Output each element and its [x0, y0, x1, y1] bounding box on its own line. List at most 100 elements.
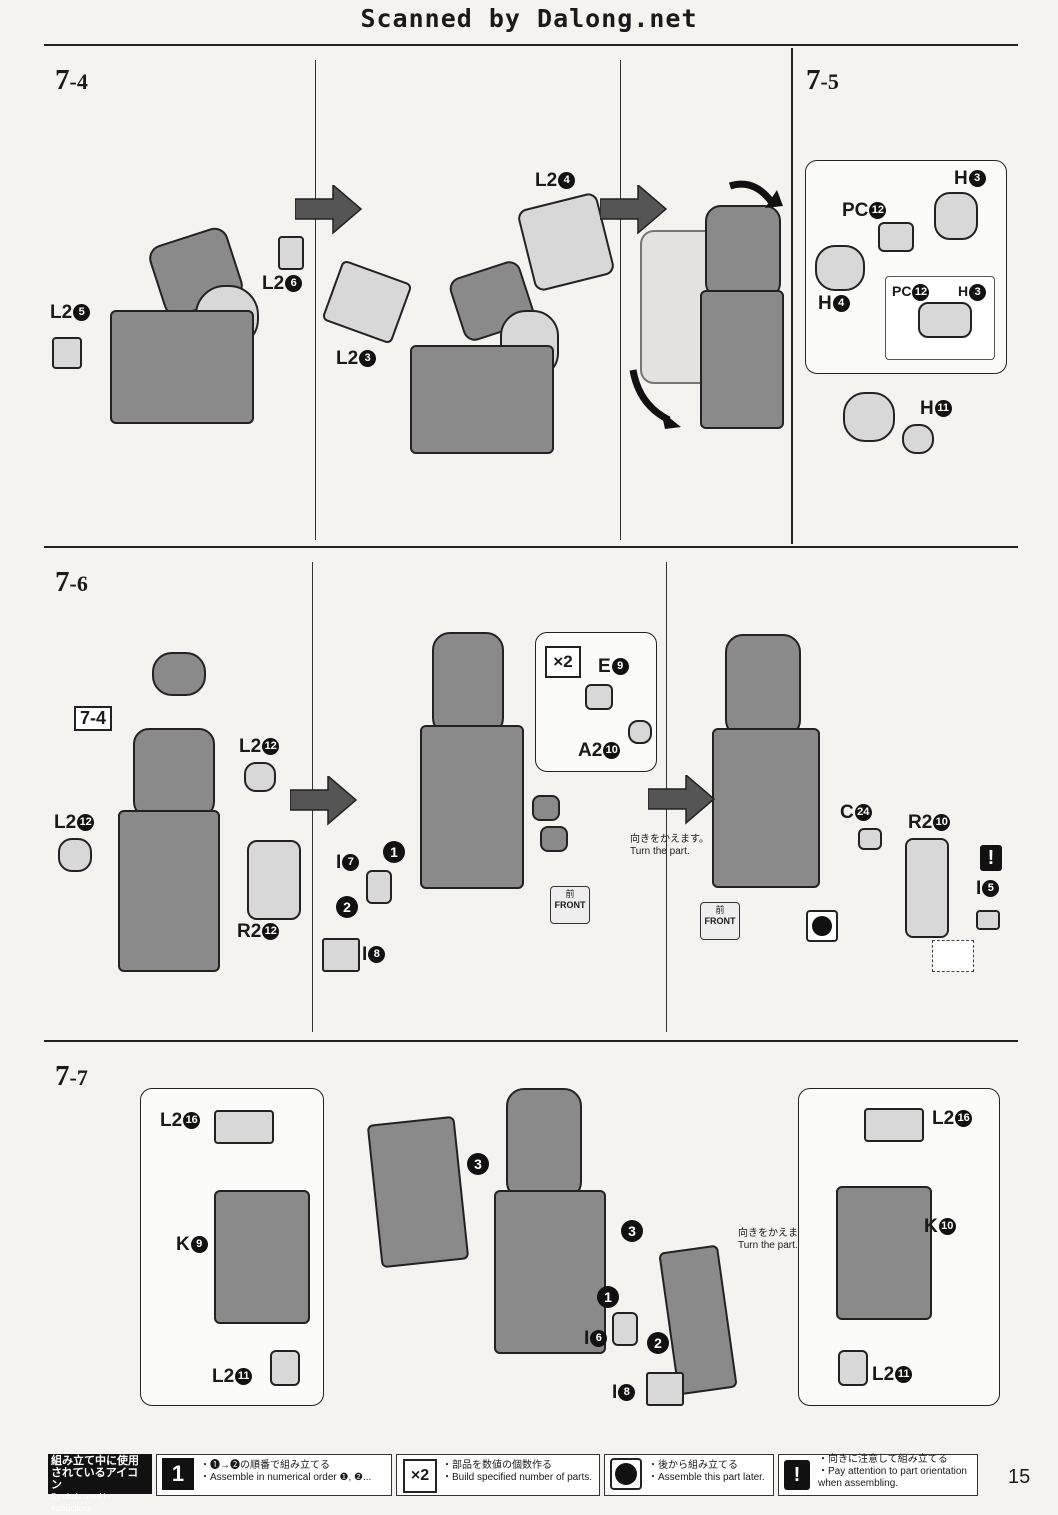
legend-orientation-text: ・向きに注意して組み立てる・Pay attention to part orie… — [818, 1454, 967, 1489]
part-h3 — [934, 192, 978, 240]
assemble-later-icon — [806, 910, 838, 942]
part-r2-12 — [247, 840, 301, 920]
order-2: 2 — [335, 896, 358, 918]
order-1: 1 — [596, 1286, 619, 1308]
part-l2-6 — [278, 236, 304, 270]
legend-quantity-text: ・部品を数値の個数作る・Build specified number of pa… — [442, 1460, 593, 1483]
leg-lower — [420, 725, 524, 889]
part-l2-12 — [58, 838, 92, 872]
next-step-arrow-icon — [290, 776, 358, 826]
detail-inset — [932, 940, 974, 972]
assemble-later-icon — [610, 1458, 642, 1490]
step-7-5-title: 7-5 — [806, 64, 839, 96]
section-rule — [44, 1040, 1018, 1042]
part-a2-10 — [628, 720, 652, 744]
quantity-badge: ×2 — [545, 646, 581, 678]
orientation-warning-icon: ! — [980, 845, 1002, 871]
leg-upper — [506, 1088, 582, 1200]
next-step-arrow-icon — [600, 185, 668, 235]
legend-later-text: ・後から組み立てる・Assemble this part later. — [648, 1460, 765, 1483]
turn-note: 向きをかえます。Turn the part. — [738, 1228, 817, 1251]
part-i6 — [612, 1312, 638, 1346]
leg-upper — [432, 632, 504, 736]
head-part — [152, 652, 206, 696]
part-c24 — [858, 828, 882, 850]
rotate-arrow-icon — [629, 369, 681, 429]
order-3: 3 — [620, 1220, 643, 1242]
part-h3-inset — [918, 302, 972, 338]
part-i5 — [976, 910, 1000, 930]
part-e9-placed — [532, 795, 560, 821]
part-k9 — [214, 1190, 310, 1324]
scan-credit: Scanned by Dalong.net — [360, 4, 698, 33]
rotate-arrow-icon — [728, 180, 783, 208]
part-h4 — [815, 245, 865, 291]
step-7-6-title: 7-6 — [55, 566, 88, 598]
leg-lower — [118, 810, 220, 972]
part-r2-10 — [905, 838, 949, 938]
part-e9-placed — [540, 826, 568, 852]
body-assembly — [110, 310, 254, 424]
part-pc-ball — [902, 424, 934, 454]
part-i7 — [366, 870, 392, 904]
legend-item-order — [156, 1454, 392, 1496]
turn-note: 向きをかえます。Turn the part. — [630, 834, 709, 857]
step-reference-7-4: 7-4 — [74, 706, 113, 731]
section-divider — [791, 48, 793, 544]
part-h11 — [843, 392, 895, 442]
order-2: 2 — [646, 1332, 669, 1354]
scan-credit-header: Scanned by Dalong.net — [0, 0, 1058, 40]
top-rule — [44, 44, 1018, 46]
leg-lower — [712, 728, 820, 888]
part-i8 — [646, 1372, 684, 1406]
next-step-arrow-icon — [295, 185, 363, 235]
next-step-arrow-icon — [648, 775, 716, 825]
step-7-7-title: 7-7 — [55, 1060, 88, 1092]
part-l2-11 — [838, 1350, 868, 1386]
legend-item-orientation — [778, 1454, 978, 1496]
part-l2-3 — [321, 259, 413, 345]
part-e9 — [585, 684, 613, 710]
leg-upper — [133, 728, 215, 818]
leg-upper — [705, 205, 781, 299]
order-symbol-icon: 1 — [162, 1458, 194, 1490]
part-pc12 — [878, 222, 914, 252]
divider — [315, 60, 316, 540]
part-l2-11 — [270, 1350, 300, 1386]
page-number: 15 — [1008, 1466, 1031, 1488]
legend-title: 組み立て中に使用されているアイコン Symbols used in instru… — [48, 1454, 152, 1513]
leg-upper — [725, 634, 801, 738]
divider — [620, 60, 621, 540]
leg-lower — [494, 1190, 606, 1354]
symbols-legend: 組み立て中に使用されているアイコン Symbols used in instru… — [0, 1448, 1058, 1513]
part-l2-16 — [214, 1110, 274, 1144]
legend-order-text: ・❶→❷の順番で組み立てる・Assemble in numerical orde… — [200, 1460, 372, 1483]
order-1: 1 — [382, 841, 405, 863]
